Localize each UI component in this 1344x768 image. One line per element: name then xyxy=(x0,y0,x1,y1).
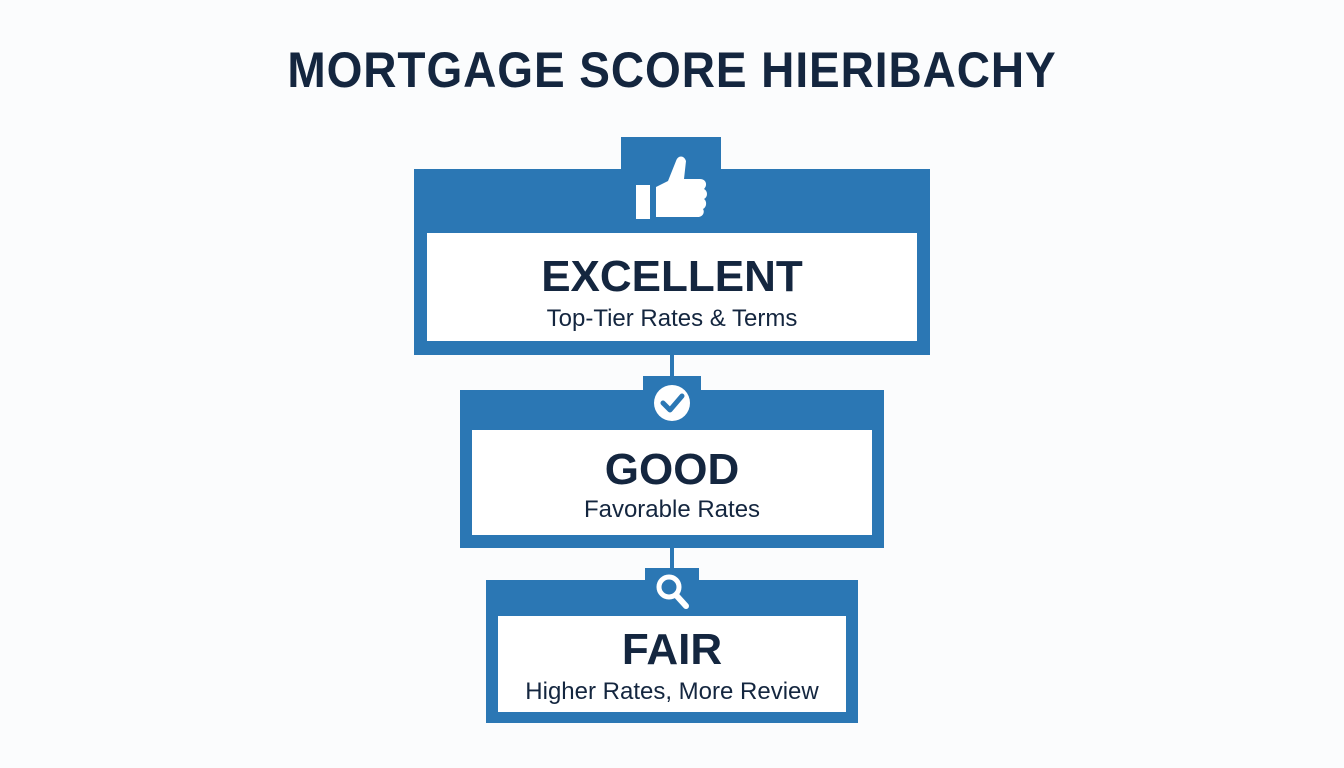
tier-excellent-icon-tab xyxy=(621,137,721,233)
checkmark-circle-icon xyxy=(652,383,692,428)
tier-level-label: GOOD xyxy=(604,445,740,494)
diagram-title: MORTGAGE SCORE HIERIBACHY xyxy=(287,42,1057,98)
tier-description: Top-Tier Rates & Terms xyxy=(546,305,798,332)
tier-fair: FAIR Higher Rates, More Review xyxy=(486,580,858,723)
tier-good-icon-tab xyxy=(643,376,701,430)
tier-fair-panel: FAIR Higher Rates, More Review xyxy=(498,616,846,712)
magnifying-glass-icon xyxy=(655,573,691,616)
tier-excellent-panel: EXCELLENT Top-Tier Rates & Terms xyxy=(427,233,917,341)
tier-good-panel: GOOD Favorable Rates xyxy=(472,430,872,535)
thumbs-up-icon xyxy=(634,147,710,226)
tier-level-label: EXCELLENT xyxy=(541,252,803,301)
tier-level-label: FAIR xyxy=(621,625,723,674)
tier-description: Higher Rates, More Review xyxy=(525,678,819,705)
connector-good-fair xyxy=(670,546,674,568)
connector-excellent-good xyxy=(670,354,674,378)
tier-fair-icon-tab xyxy=(645,568,699,616)
tier-description: Favorable Rates xyxy=(583,496,761,523)
